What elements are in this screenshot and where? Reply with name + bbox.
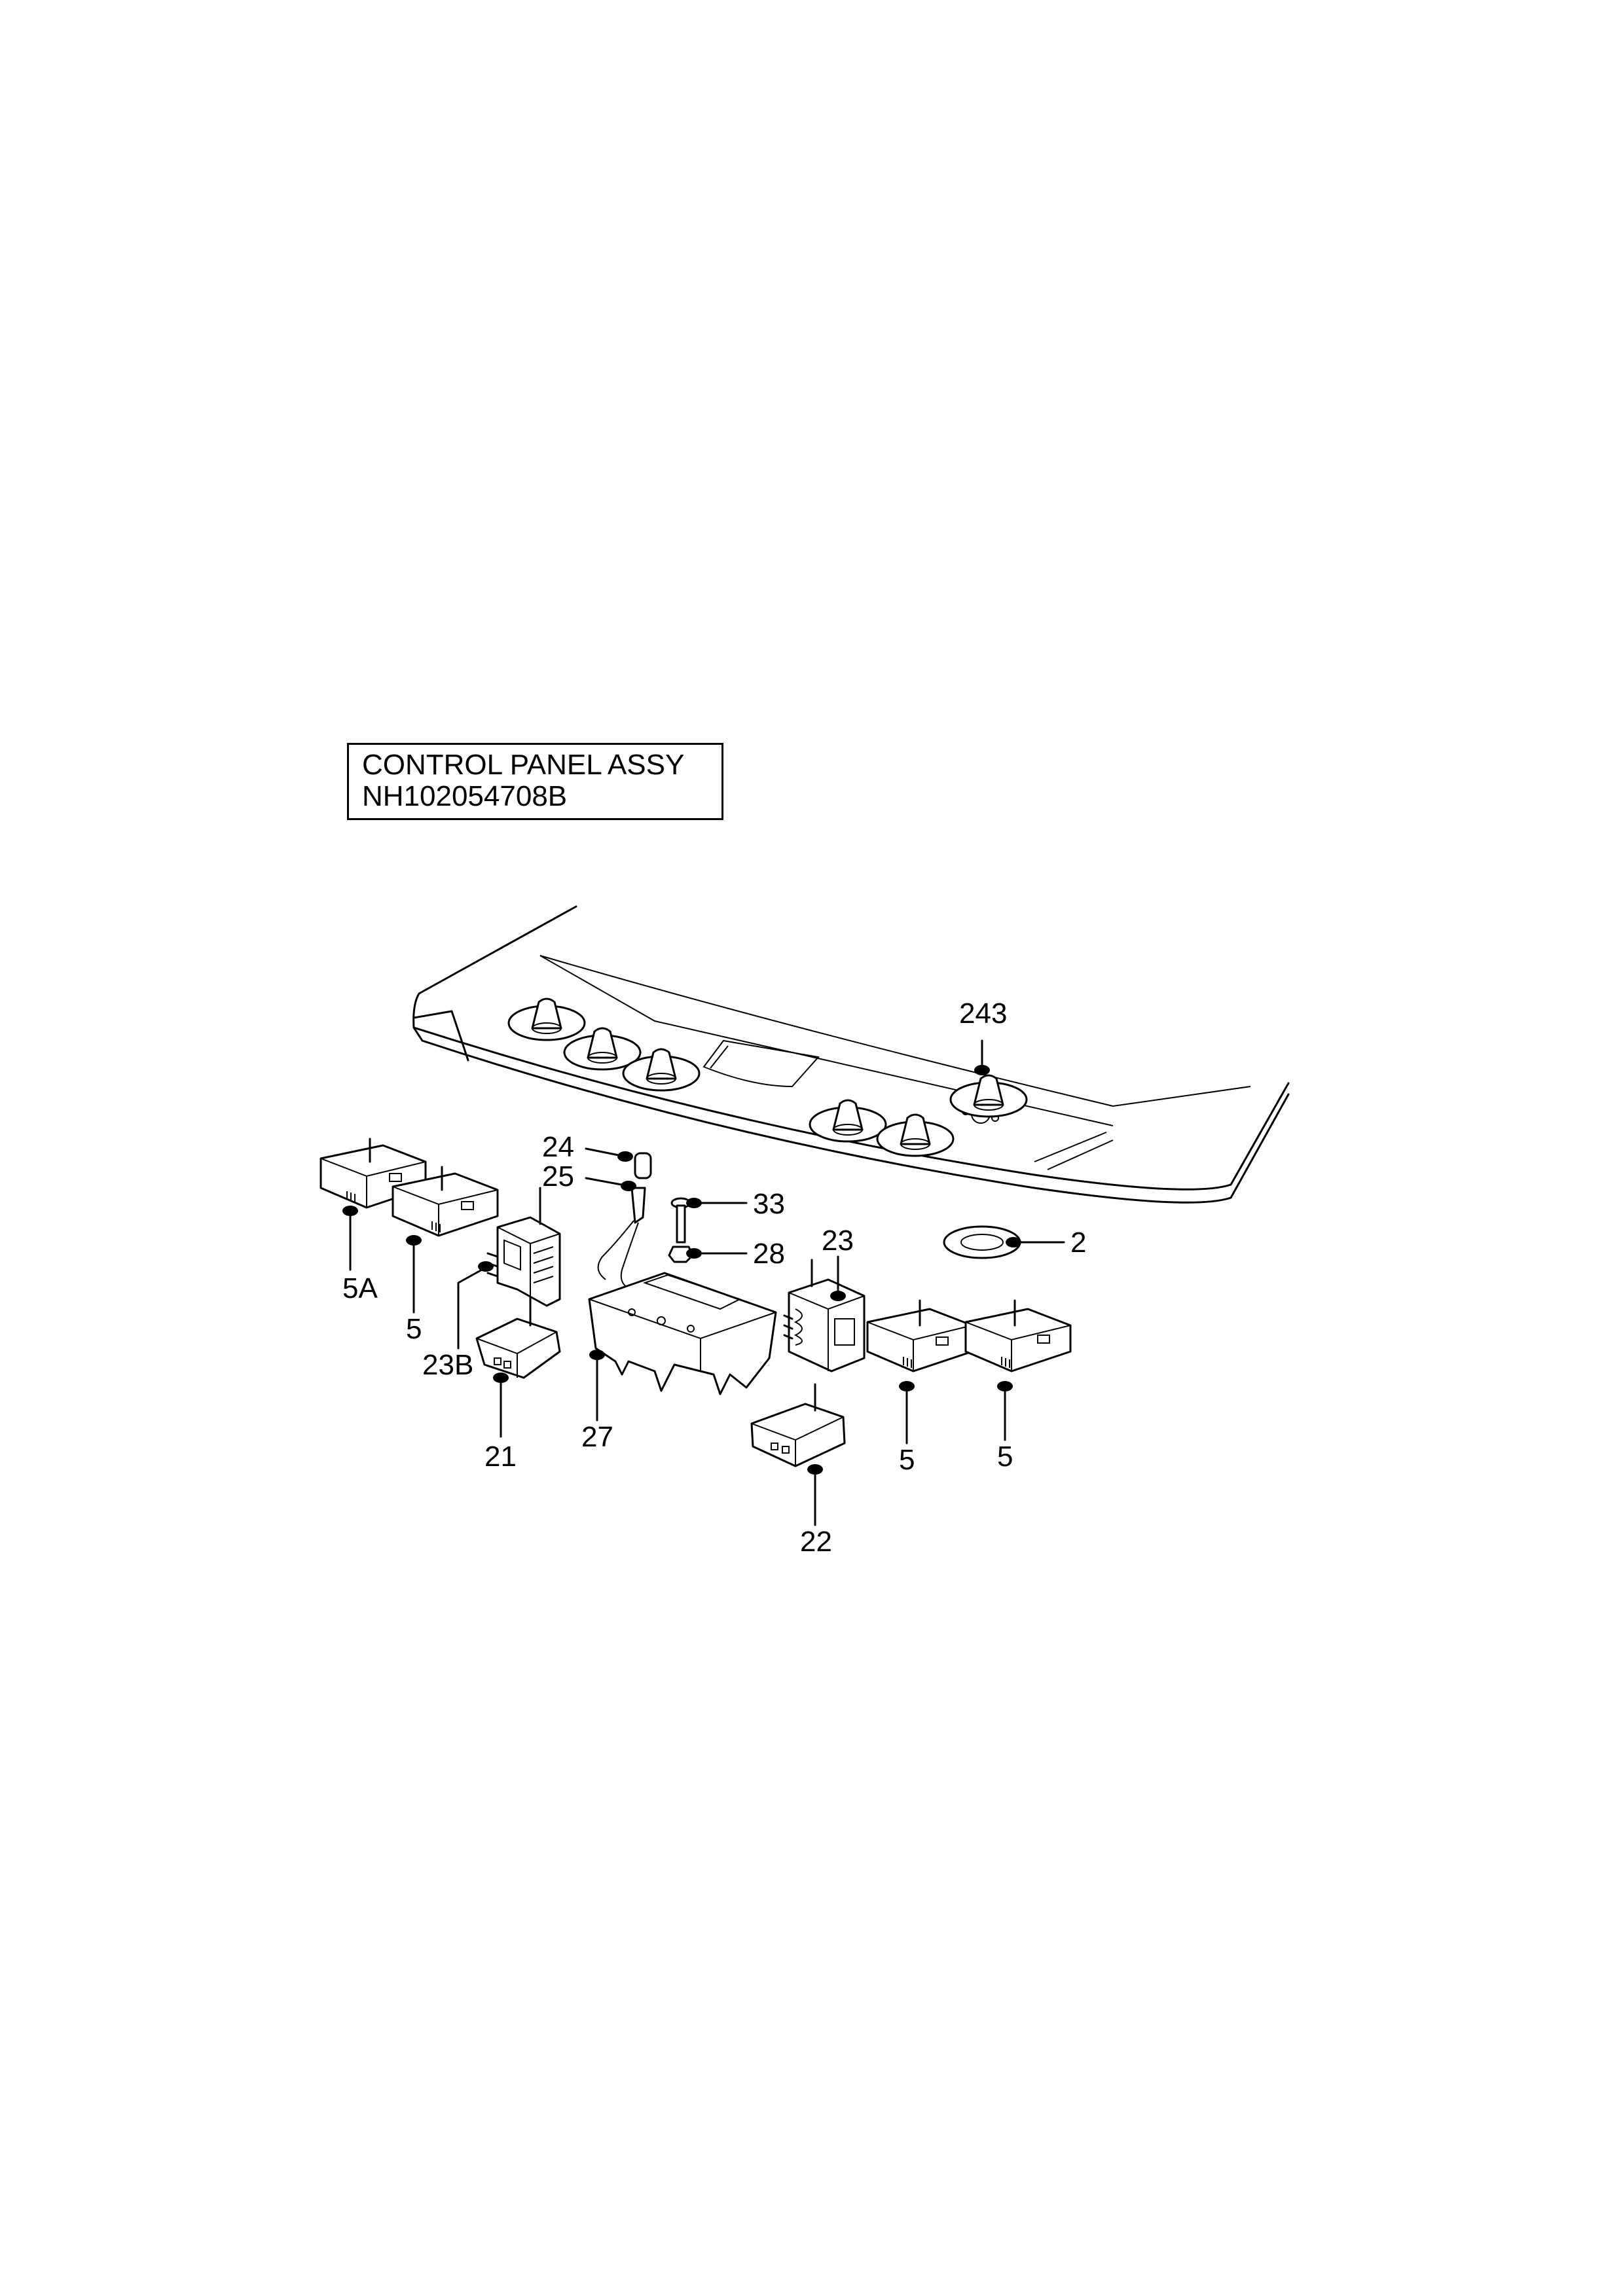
callout-33: 33: [753, 1188, 785, 1220]
callout-28: 28: [753, 1238, 785, 1270]
part-5-switch-left: [392, 1166, 499, 1237]
knob-3: [622, 1048, 701, 1092]
callout-leaders: [342, 1039, 1065, 1526]
part-5-switch-mid: [866, 1299, 974, 1372]
callout-5-mid: 5: [899, 1444, 915, 1476]
part-21-thermostat: [475, 1296, 561, 1379]
part-23b-selector-switch: [486, 1187, 561, 1307]
part-27-module-box: [588, 1272, 777, 1395]
assembly-part-number: NH102054708B: [362, 780, 568, 812]
part-22-thermostat: [750, 1383, 846, 1467]
part-24-lamp-holder: [634, 1152, 652, 1179]
knob-1: [507, 997, 586, 1041]
callout-labels: 243 24 25 33 28 2 23 5A 5 23B 21 27 22 5…: [342, 997, 1086, 1558]
knob-4: [809, 1099, 887, 1143]
callout-22: 22: [800, 1526, 832, 1558]
part-28-nut: [668, 1246, 694, 1263]
assembly-title-box: CONTROL PANEL ASSY NH102054708B: [347, 743, 723, 820]
knob-5: [876, 1113, 955, 1157]
callout-21: 21: [484, 1441, 517, 1473]
knob-243: [949, 1074, 1028, 1118]
control-knobs: [507, 997, 1028, 1157]
callout-27: 27: [581, 1421, 613, 1453]
callout-5-left: 5: [406, 1313, 422, 1345]
assembly-title: CONTROL PANEL ASSY: [362, 749, 685, 781]
knob-2: [563, 1027, 642, 1071]
callout-2: 2: [1070, 1227, 1086, 1259]
callout-23: 23: [822, 1225, 854, 1257]
part-25-lamp-with-wires: [597, 1187, 646, 1289]
callout-5-right: 5: [997, 1441, 1013, 1473]
callout-5a: 5A: [342, 1272, 378, 1304]
callout-243: 243: [959, 997, 1007, 1030]
callout-24: 24: [542, 1131, 574, 1163]
part-5-switch-right: [964, 1299, 1072, 1372]
callout-25: 25: [542, 1160, 574, 1193]
part-23-selector-switch: [783, 1259, 866, 1372]
callout-23b: 23B: [422, 1349, 473, 1381]
